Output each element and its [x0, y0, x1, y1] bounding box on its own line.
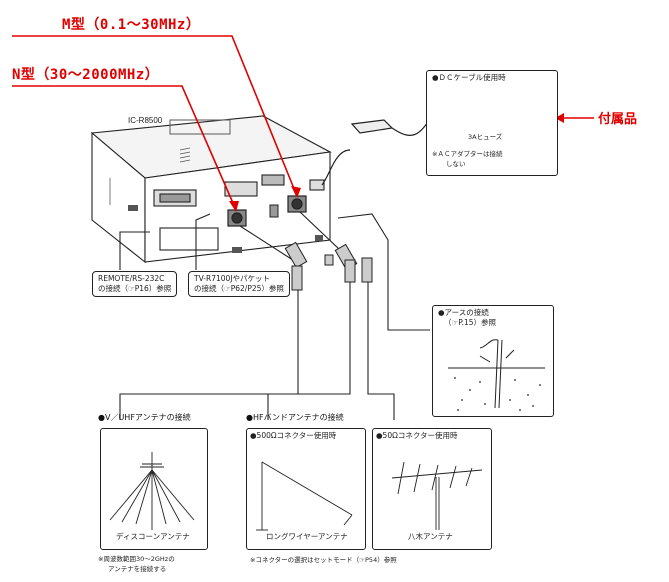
- tv-callout-line2: の接続（☞P62/P25）参照: [194, 284, 284, 293]
- coax-connectors: [269, 204, 373, 291]
- radio-model-label: IC-R8500: [128, 116, 163, 125]
- vuhf-box: [100, 428, 208, 550]
- tv-callout: TV-R7100Jやパケット の接続（☞P62/P25）参照: [188, 271, 290, 297]
- dc-cable-note-line1: ※ＡＣアダプターは接続: [432, 150, 503, 158]
- m-connector: [287, 195, 307, 213]
- dc-plug: [321, 107, 437, 186]
- n-type-annotation: N型（30～2000MHz）: [12, 67, 160, 83]
- dc-cable-heading: ●ＤＣケーブル使用時: [432, 73, 506, 82]
- vuhf-note-line1: ※周波数範囲30～2GHzの: [98, 555, 175, 563]
- earth-box: [432, 305, 554, 417]
- long-wire-drawing: [256, 461, 353, 531]
- discone-antenna-drawing: [109, 452, 195, 530]
- vuhf-note-line2: アンテナを接続する: [108, 565, 167, 573]
- dc-cable-note-line2: しない: [446, 160, 466, 168]
- discone-label: ディスコーンアンテナ: [116, 532, 190, 541]
- fuse-label: 3Aヒューズ: [468, 133, 503, 141]
- dc-cable-box: [426, 70, 558, 176]
- m-type-annotation: M型（0.1～30MHz）: [62, 17, 201, 33]
- hf-50-box: [372, 428, 492, 550]
- hf-500-box: [246, 428, 366, 550]
- remote-callout-line1: REMOTE/RS-232C: [98, 274, 165, 283]
- earth-rod-drawing: [448, 339, 545, 409]
- hf-note: ※コネクターの選択はセットモード（☞P54）参照: [250, 556, 397, 564]
- annotation-pointers: [12, 35, 298, 211]
- remote-callout-line2: の接続（☞P16）参照: [98, 284, 172, 293]
- radio-feet: [128, 205, 323, 253]
- hf-500-heading: ●500Ωコネクター使用時: [250, 431, 337, 440]
- earth-heading-line1: ●アースの接続: [438, 308, 489, 317]
- earth-heading-line2: （☞P.15）参照: [444, 318, 497, 327]
- yagi-antenna-drawing: [391, 461, 483, 530]
- earth-soil: [454, 377, 541, 411]
- remote-callout: REMOTE/RS-232C の接続（☞P16）参照: [92, 271, 178, 297]
- accessory-annotation: 付属品: [598, 112, 638, 127]
- hf-heading: ●HFバンドアンテナの接続: [246, 413, 344, 422]
- yagi-label: 八木アンテナ: [408, 532, 453, 541]
- n-connector: [227, 209, 247, 227]
- vuhf-heading: ●V／UHFアンテナの接続: [98, 413, 191, 422]
- tv-callout-line1: TV-R7100Jやパケット: [194, 274, 270, 283]
- hf-50-heading: ●50Ωコネクター使用時: [376, 431, 458, 440]
- long-wire-label: ロングワイヤーアンテナ: [266, 532, 348, 541]
